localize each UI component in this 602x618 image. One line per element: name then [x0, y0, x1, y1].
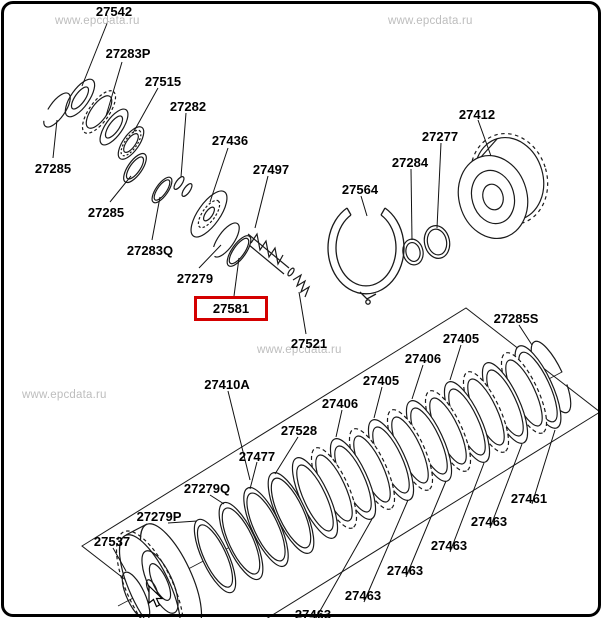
- part-label-27528[interactable]: 27528: [280, 423, 318, 438]
- part-label-27412[interactable]: 27412: [458, 107, 496, 122]
- part-label-27463-4[interactable]: 27463: [344, 588, 382, 603]
- watermark: www.epcdata.ru: [257, 344, 342, 356]
- part-label-27406-2[interactable]: 27406: [321, 396, 359, 411]
- part-label-27284[interactable]: 27284: [391, 155, 429, 170]
- leader-lines: [52, 20, 556, 618]
- part-label-27497[interactable]: 27497: [252, 162, 290, 177]
- part-label-27515[interactable]: 27515: [144, 74, 182, 89]
- part-label-27285-2[interactable]: 27285: [87, 205, 125, 220]
- part-label-27282[interactable]: 27282: [169, 99, 207, 114]
- part-label-27405-1[interactable]: 27405: [442, 331, 480, 346]
- part-label-27436[interactable]: 27436: [211, 133, 249, 148]
- part-label-27283Q[interactable]: 27283Q: [126, 243, 174, 258]
- part-label-27410A[interactable]: 27410A: [204, 377, 250, 392]
- watermark: www.epcdata.ru: [22, 389, 107, 401]
- clutch-plate-stack: [291, 340, 572, 539]
- watermark: www.epcdata.ru: [55, 15, 140, 27]
- part-label-27477[interactable]: 27477: [238, 449, 276, 464]
- part-label-27277[interactable]: 27277: [421, 129, 459, 144]
- part-label-27463-3[interactable]: 27463: [386, 563, 424, 578]
- watermark: www.epcdata.ru: [388, 15, 473, 27]
- part-label-27463-2[interactable]: 27463: [430, 538, 468, 553]
- clutch-drum: [457, 132, 549, 240]
- part-label-27564[interactable]: 27564: [341, 182, 379, 197]
- part-label-27542[interactable]: 27542: [95, 4, 133, 19]
- part-label-27279P[interactable]: 27279P: [136, 509, 182, 524]
- highlight-box: 27581: [194, 296, 268, 321]
- part-label-27285-1[interactable]: 27285: [34, 161, 72, 176]
- brake-band: [327, 207, 405, 305]
- part-label-27279Q[interactable]: 27279Q: [183, 481, 231, 496]
- retainer-rings: [193, 472, 315, 594]
- part-label-27463-1[interactable]: 27463: [470, 514, 508, 529]
- part-label-27279[interactable]: 27279: [176, 271, 214, 286]
- part-label-27537[interactable]: 27537: [93, 534, 131, 549]
- part-label-27581-highlighted[interactable]: 27581: [212, 301, 250, 316]
- part-label-27406-1[interactable]: 27406: [404, 351, 442, 366]
- o-rings: [402, 225, 451, 266]
- part-label-27521[interactable]: 27521: [290, 336, 328, 351]
- part-label-27405-2[interactable]: 27405: [362, 373, 400, 388]
- part-label-27283P[interactable]: 27283P: [105, 46, 151, 61]
- part-label-27463-5[interactable]: 27463: [294, 607, 332, 618]
- part-label-27461[interactable]: 27461: [510, 491, 548, 506]
- part-label-27285S[interactable]: 27285S: [493, 311, 539, 326]
